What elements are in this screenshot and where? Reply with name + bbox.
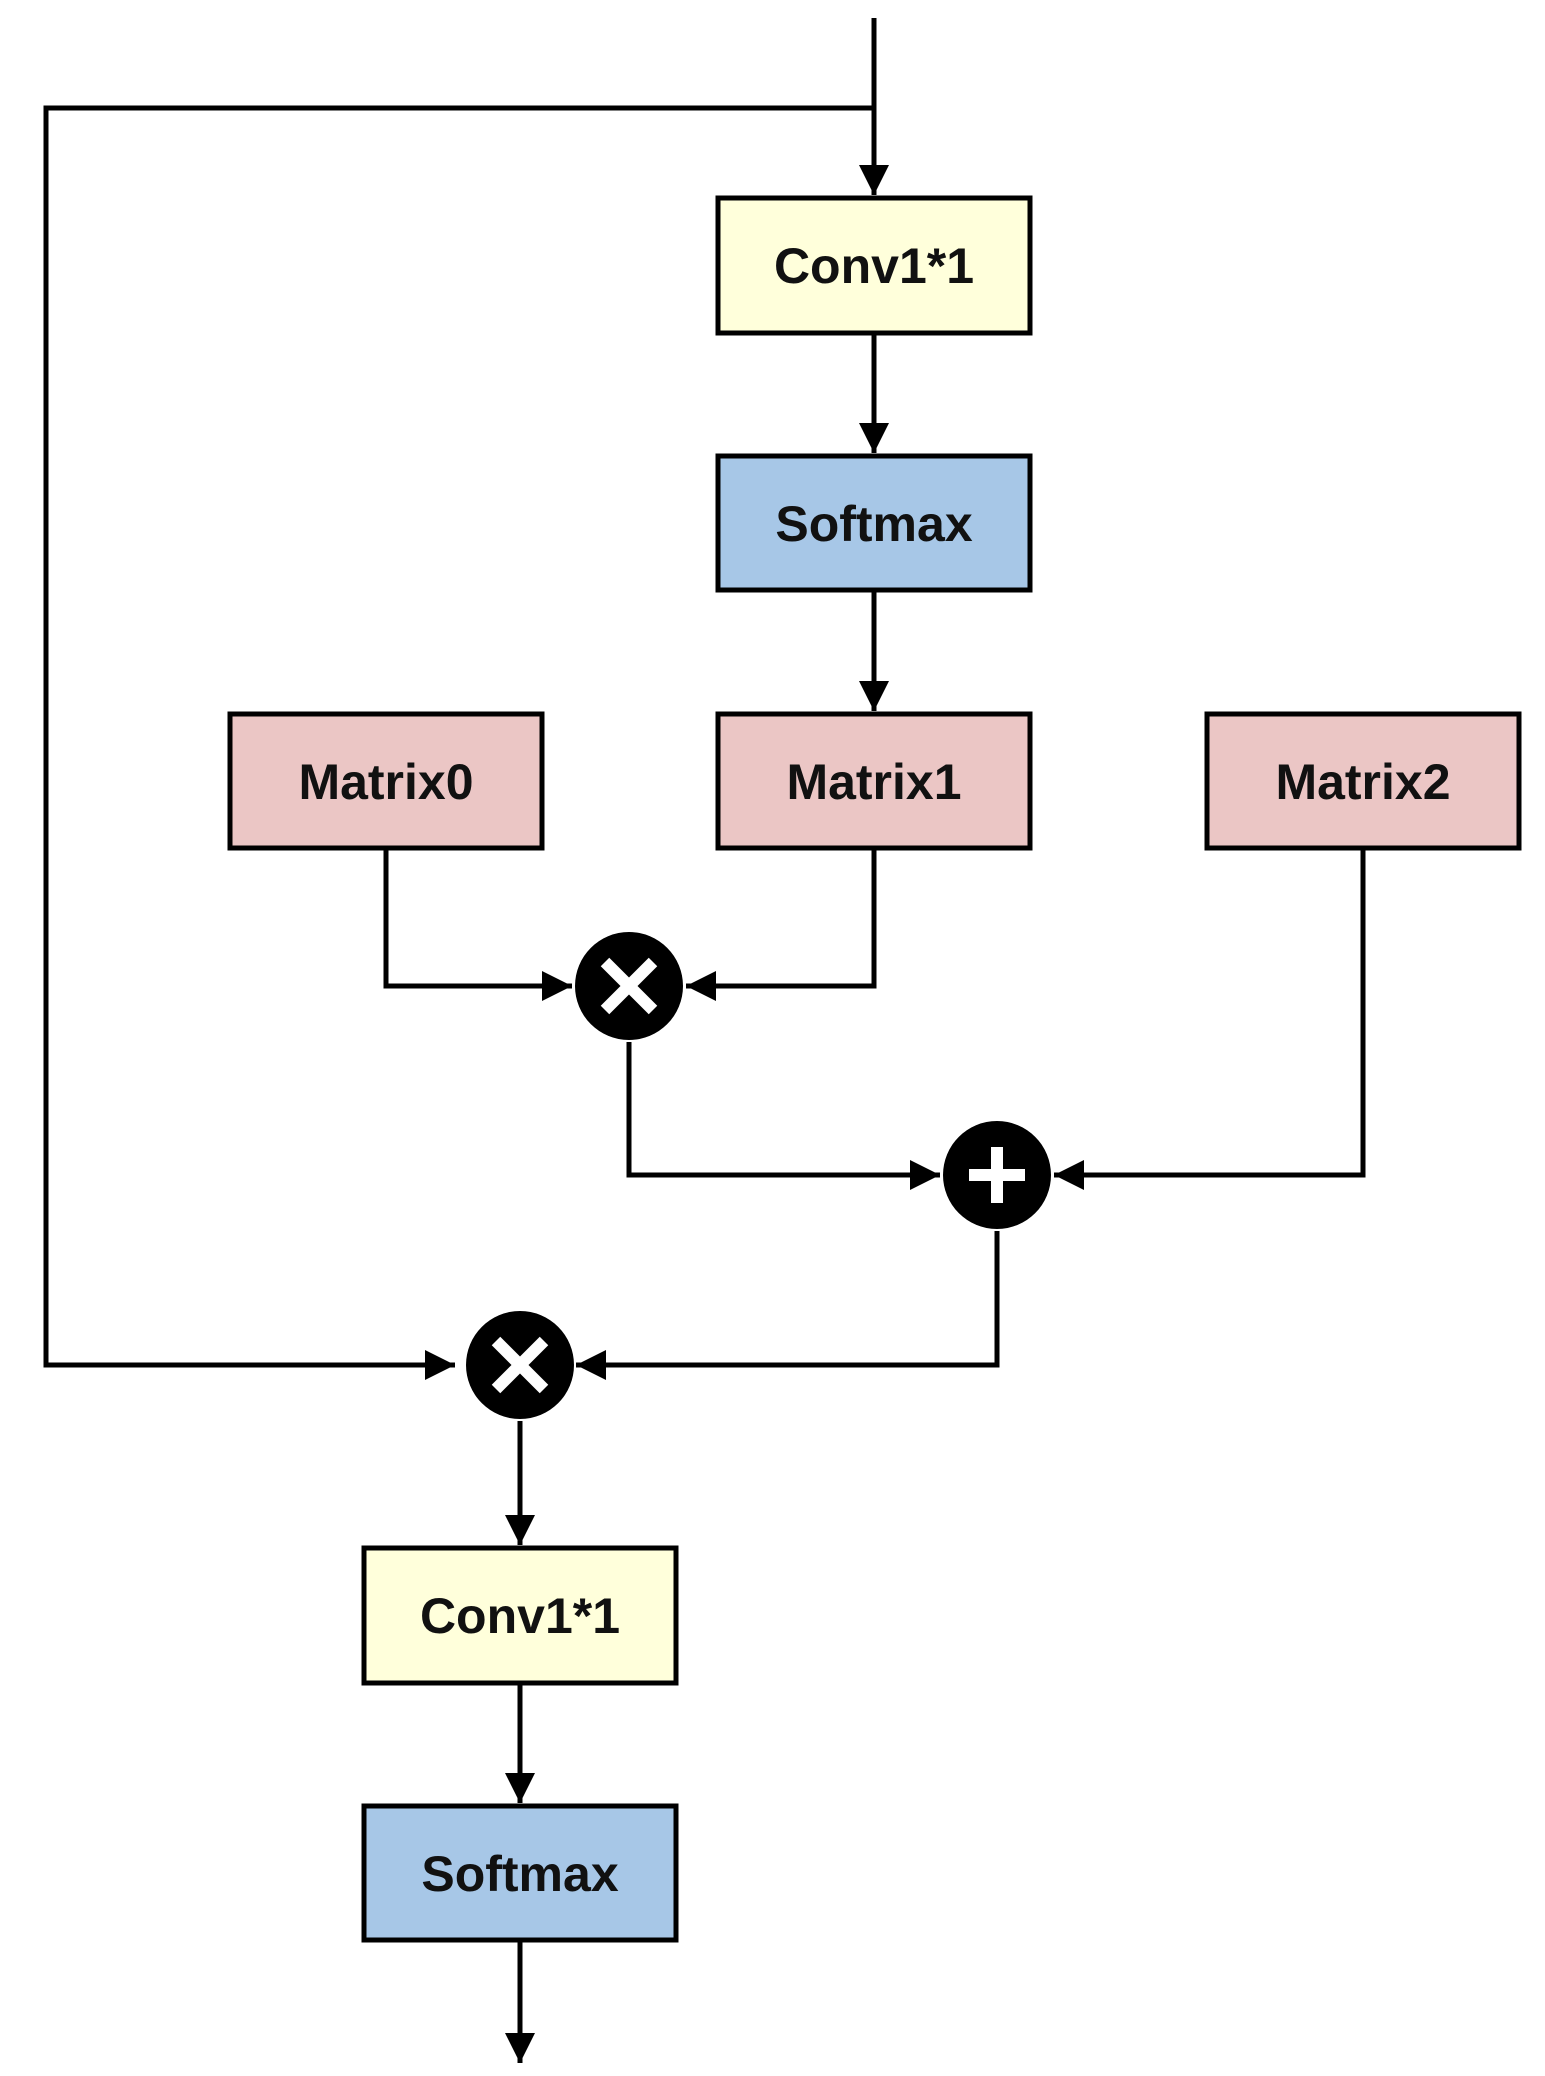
node-conv-top: Conv1*1 <box>715 195 1033 336</box>
conv-bottom-label: Conv1*1 <box>420 1588 620 1644</box>
softmax-top-box <box>715 453 1033 593</box>
node-matrix2: Matrix2 <box>1204 711 1522 851</box>
edge-matrix2-to-add <box>1054 848 1366 1190</box>
node-softmax-top: Softmax <box>715 453 1033 593</box>
edge-add-to-multiply2 <box>576 1231 1000 1380</box>
matrix1-box <box>715 711 1033 851</box>
node-softmax-bottom: Softmax <box>361 1803 679 1943</box>
conv-top-box <box>715 195 1033 336</box>
edge-multiply1-to-add <box>626 1042 940 1190</box>
operator-multiply-1 <box>575 932 683 1040</box>
conv-bottom-box <box>361 1545 679 1686</box>
conv-top-label: Conv1*1 <box>774 238 974 294</box>
softmax-bottom-label: Softmax <box>421 1846 618 1902</box>
edge-skip-connection <box>43 105 874 1380</box>
node-matrix1: Matrix1 <box>715 711 1033 851</box>
connectors <box>43 18 1366 2063</box>
operator-add-1 <box>943 1121 1051 1229</box>
softmax-bottom-box <box>361 1803 679 1943</box>
matrix2-label: Matrix2 <box>1275 754 1450 810</box>
edge-matrix1-to-multiply1 <box>686 848 877 1001</box>
softmax-top-label: Softmax <box>775 496 972 552</box>
plus-icon <box>969 1147 1025 1203</box>
node-conv-bottom: Conv1*1 <box>361 1545 679 1686</box>
multiply-icon <box>600 957 658 1015</box>
matrix1-label: Matrix1 <box>786 754 961 810</box>
matrix0-label: Matrix0 <box>298 754 473 810</box>
node-matrix0: Matrix0 <box>227 711 545 851</box>
matrix0-box <box>227 711 545 851</box>
multiply-icon <box>491 1336 549 1394</box>
operator-multiply-2 <box>466 1311 574 1419</box>
matrix2-box <box>1204 711 1522 851</box>
edge-matrix0-to-multiply1 <box>383 848 572 1001</box>
